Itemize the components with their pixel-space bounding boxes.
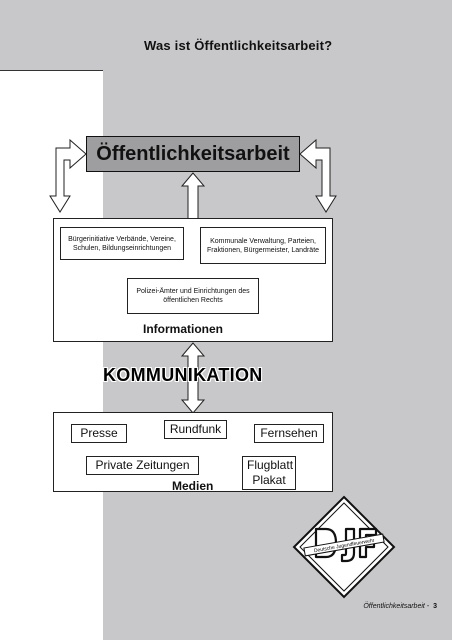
box-buergerinitiative: Bürgerinitiative Verbände, Vereine, Schu…: [60, 227, 184, 260]
main-title-box: Öffentlichkeitsarbeit: [86, 136, 300, 172]
medium-rundfunk: Rundfunk: [164, 420, 227, 439]
right-double-arrow: [299, 138, 337, 213]
djf-logo: Deutsche Jugendfeuerwehr: [292, 495, 396, 599]
header-rule: [0, 70, 103, 71]
left-white-panel: [0, 70, 103, 640]
box-kommunale-verwaltung: Kommunale Verwaltung, Parteien, Fraktion…: [200, 227, 326, 264]
left-double-arrow: [49, 138, 87, 213]
page-number: 3: [433, 603, 437, 610]
page-title: Was ist Öffentlichkeitsarbeit?: [144, 38, 333, 53]
medium-private-zeitungen: Private Zeitungen: [86, 456, 199, 475]
medium-flugblatt-plakat: Flugblatt Plakat: [242, 456, 296, 490]
footer-separator: -: [426, 603, 430, 610]
box-polizei-aemter: Polizei-Ämter und Einrichtungen des öffe…: [127, 278, 259, 314]
informationen-label: Informationen: [143, 322, 223, 336]
kommunikation-label: KOMMUNIKATION: [103, 365, 263, 385]
medien-label: Medien: [172, 479, 214, 493]
page-footer: Öffentlichkeitsarbeit - 3: [363, 603, 437, 610]
medium-fernsehen: Fernsehen: [254, 424, 324, 443]
footer-label: Öffentlichkeitsarbeit: [363, 603, 425, 610]
bottom-gray-band: [103, 538, 452, 640]
medium-presse: Presse: [71, 424, 127, 443]
